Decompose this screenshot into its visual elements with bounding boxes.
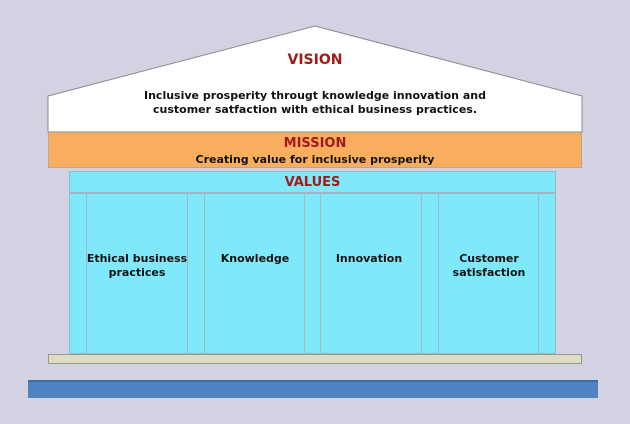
pillar-edge — [438, 193, 439, 354]
pillar-knowledge: Knowledge — [220, 252, 290, 265]
vision-title: VISION — [287, 52, 343, 68]
mission-statement: Creating value for inclusive prosperity — [195, 153, 435, 166]
pillar-edge — [204, 193, 205, 354]
pillar-ethical-business-practices: Ethical business practices — [86, 252, 188, 279]
values-title: VALUES — [284, 175, 341, 190]
foundation-base — [48, 354, 582, 364]
pillar-edge — [86, 193, 87, 354]
mission-title: MISSION — [283, 136, 347, 151]
pillar-edge — [421, 193, 422, 354]
vision-statement: Inclusive prosperity througt knowledge i… — [144, 89, 486, 116]
pillar-innovation: Innovation — [335, 252, 403, 265]
pillar-edge — [320, 193, 321, 354]
pillar-edge — [304, 193, 305, 354]
values-band: VALUES — [69, 171, 556, 193]
mission-band: MISSION Creating value for inclusive pro… — [48, 132, 582, 168]
roof — [47, 25, 583, 133]
pillar-area — [69, 193, 556, 354]
pillar-customer-satisfaction: Customer satisfaction — [452, 252, 526, 279]
pillar-edge — [187, 193, 188, 354]
ground-bar — [28, 380, 598, 398]
pillar-edge — [538, 193, 539, 354]
